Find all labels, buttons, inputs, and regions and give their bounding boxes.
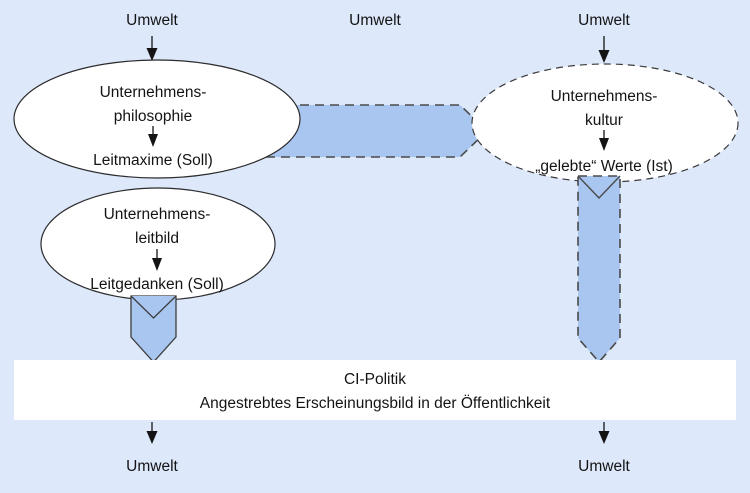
arrow-umwelt-to-kultur bbox=[598, 36, 610, 63]
node-philosophie-line3: Leitmaxime (Soll) bbox=[93, 152, 213, 169]
ci-politik-title: CI-Politik bbox=[344, 371, 406, 388]
node-philosophie-line2: philosophie bbox=[114, 108, 192, 125]
ci-politik-box[interactable] bbox=[14, 360, 736, 420]
arrow-kultur-tail-notch bbox=[577, 175, 621, 200]
arrow-ci-politik-to-umwelt-left bbox=[146, 422, 158, 444]
arrow-leitbild-tail-notch bbox=[130, 295, 177, 319]
node-leitbild-line1: Unternehmens- bbox=[104, 206, 211, 223]
arrow-kultur-internal bbox=[599, 130, 609, 151]
label-umwelt-bottom-right: Umwelt bbox=[578, 458, 630, 475]
node-leitbild-line3: Leitgedanken (Soll) bbox=[90, 276, 224, 293]
node-leitbild-line2: leitbild bbox=[135, 230, 179, 247]
label-umwelt-bottom-left: Umwelt bbox=[126, 458, 178, 475]
node-kultur-line2: kultur bbox=[585, 112, 623, 129]
arrow-leitbild-internal bbox=[152, 249, 162, 271]
node-unternehmensphilosophie[interactable] bbox=[13, 59, 301, 179]
label-umwelt-top-center: Umwelt bbox=[349, 12, 401, 29]
arrow-ci-politik-to-umwelt-right bbox=[598, 422, 610, 444]
arrow-umwelt-to-philosophie bbox=[146, 36, 158, 61]
node-philosophie-line1: Unternehmens- bbox=[100, 84, 207, 101]
label-umwelt-top-left: Umwelt bbox=[126, 12, 178, 29]
label-umwelt-top-right: Umwelt bbox=[578, 12, 630, 29]
arrow-kultur-to-ci-politik bbox=[577, 175, 621, 364]
arrow-philosophie-to-kultur bbox=[253, 104, 489, 158]
arrow-philosophie-internal bbox=[148, 126, 158, 147]
node-kultur-line3: „gelebte“ Werte (Ist) bbox=[535, 158, 673, 175]
node-kultur-line1: Unternehmens- bbox=[551, 88, 658, 105]
ci-politik-subtitle: Angestrebtes Erscheinungsbild in der Öff… bbox=[200, 394, 551, 412]
